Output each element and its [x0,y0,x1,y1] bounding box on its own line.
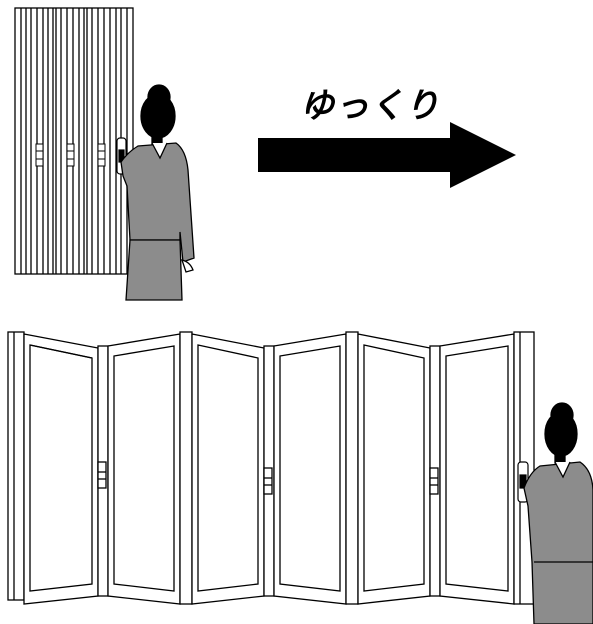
folded-hinge-marks [35,143,106,167]
hinge-3 [97,143,106,167]
folded-panel-lines [20,8,128,274]
door-panel-6 [439,333,515,605]
hinge-post-2 [179,331,193,605]
door-panel-3 [191,333,265,605]
folded-door-stack [14,7,134,275]
hinge-post-4 [345,331,359,605]
hinge-mark-1 [97,461,107,489]
left-jamb [7,331,25,601]
door-panel-5 [357,333,431,605]
extended-door [7,331,535,605]
person-icon [120,84,195,301]
right-arrow-icon [258,122,516,188]
person-icon [523,402,593,624]
folded-door-outline [14,7,134,275]
door-panel-1 [23,333,99,605]
door-panel-4 [273,333,347,605]
hinge-1 [35,143,44,167]
hinge-mark-5 [429,467,439,495]
hinge-mark-3 [263,467,273,495]
door-panel-2 [107,333,181,605]
hinge-2 [66,143,75,167]
caption-slowly: ゆっくり [300,86,440,126]
